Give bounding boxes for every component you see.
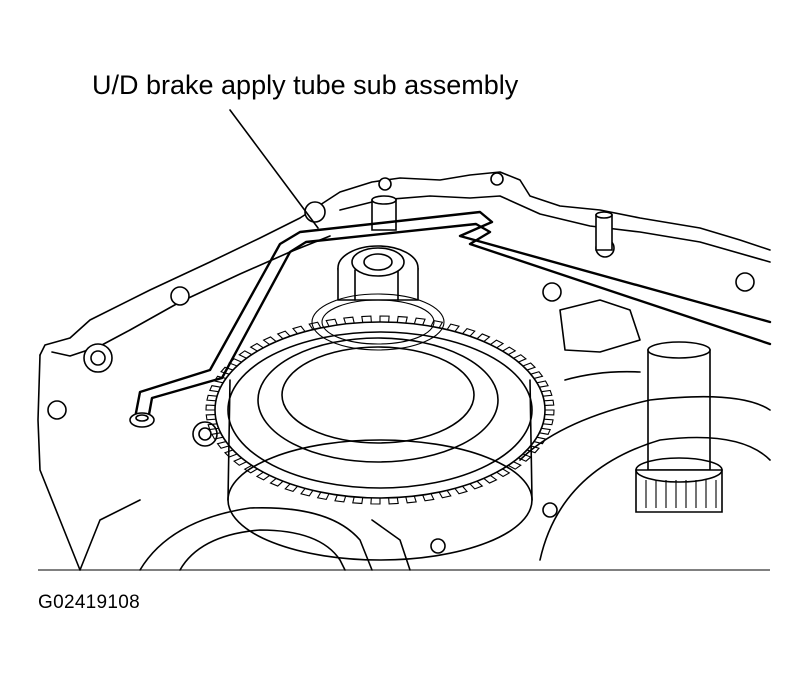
gear-tooth xyxy=(541,389,553,397)
gear-tooth xyxy=(454,485,468,495)
gear-tooth xyxy=(300,488,314,497)
gear-tooth xyxy=(325,318,338,327)
gear-tooth xyxy=(316,491,330,501)
gear-tooth xyxy=(223,449,238,458)
case-outline xyxy=(37,171,771,571)
bolt-bosses xyxy=(47,172,755,554)
gear-tooth xyxy=(462,327,476,337)
center-nut xyxy=(311,245,445,351)
gear-tooth xyxy=(352,496,364,505)
gear-tooth xyxy=(396,315,408,324)
gear-tooth xyxy=(430,319,444,329)
gear-tooth xyxy=(522,362,537,371)
gear-tooth xyxy=(370,497,381,505)
gear-tooth xyxy=(243,464,258,474)
gear-tooth xyxy=(205,404,216,411)
gear-tooth xyxy=(249,342,264,352)
gear-tooth xyxy=(438,490,452,499)
gear-tooth xyxy=(361,315,372,323)
gear-tooth xyxy=(238,350,253,359)
apply-tube xyxy=(129,210,772,428)
gear-tooth xyxy=(446,323,460,332)
gear-tooth xyxy=(513,354,527,363)
gear-tooth xyxy=(490,339,505,349)
gear-tooth xyxy=(405,495,417,504)
gear-tooth xyxy=(269,477,284,487)
gear-tooth xyxy=(496,468,511,478)
gear-tooth xyxy=(507,461,522,470)
gear-tooth xyxy=(343,316,355,325)
callout-label: U/D brake apply tube sub assembly xyxy=(92,70,519,100)
figure-id: G02419108 xyxy=(38,592,141,613)
gear-tooth xyxy=(469,480,484,490)
gear-tooth xyxy=(292,325,306,335)
gear-tooth xyxy=(207,423,219,431)
gear-tooth xyxy=(413,317,426,326)
gear-tooth xyxy=(542,418,554,426)
gear-tooth xyxy=(233,457,247,466)
gear-tooth xyxy=(334,494,347,503)
gear-tooth xyxy=(209,385,221,393)
gear-tooth xyxy=(255,471,270,481)
gear-tooth xyxy=(536,380,549,388)
gear-tooth xyxy=(422,493,435,502)
gear-tooth xyxy=(262,336,277,346)
gear-tooth xyxy=(476,333,491,343)
gear-tooth xyxy=(379,315,390,323)
gear-tooth xyxy=(276,330,291,340)
gear-assembly xyxy=(205,315,555,561)
lower-bore xyxy=(79,499,411,571)
gear-tooth xyxy=(308,321,322,330)
gear-tooth xyxy=(483,474,498,484)
gear-tooth xyxy=(205,414,216,421)
gear-tooth xyxy=(211,432,224,440)
gear-tooth xyxy=(518,453,532,462)
side-housing xyxy=(519,299,771,561)
gear-tooth xyxy=(544,399,555,406)
gear-tooth xyxy=(544,409,555,416)
gear-tooth xyxy=(530,371,544,379)
gear-tooth xyxy=(284,483,298,493)
gear-tooth xyxy=(388,497,399,505)
gear-tooth xyxy=(539,427,551,435)
callout-leader-line xyxy=(229,109,319,229)
gear-tooth xyxy=(502,346,517,356)
gear-tooth xyxy=(206,394,218,402)
output-shaft xyxy=(635,341,723,513)
gear-tooth xyxy=(216,441,230,449)
